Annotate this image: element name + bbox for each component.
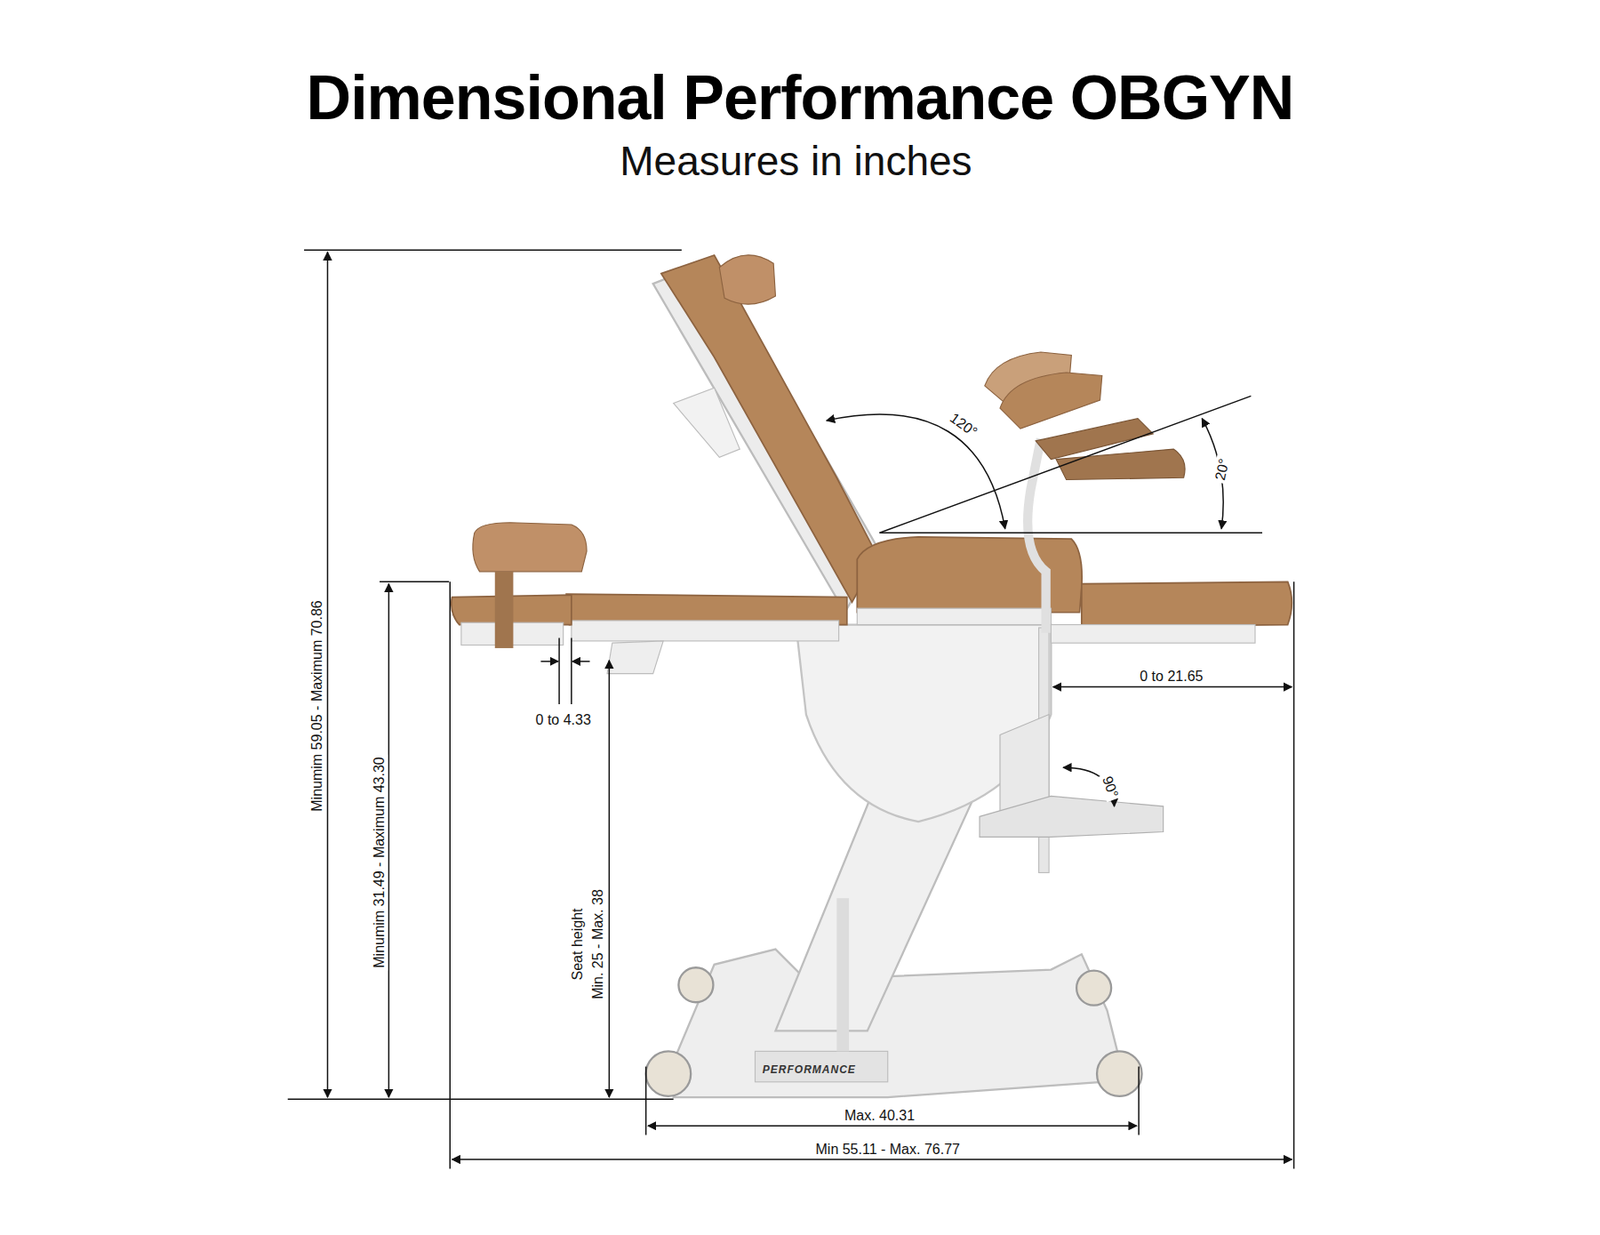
backrest <box>653 255 880 613</box>
dimension-label: 0 to 4.33 <box>533 712 594 729</box>
dimension-label: 0 to 21.65 <box>1136 668 1206 685</box>
subtitle: Measures in inches <box>616 138 975 184</box>
brand-mark: PERFORMANCE <box>760 1064 859 1077</box>
angle-label: 120° <box>944 408 983 441</box>
footrest <box>979 627 1164 873</box>
dimension-lines <box>288 249 1295 1168</box>
dimension-label: Max. 40.31 <box>841 1107 918 1124</box>
angle-lines <box>826 395 1263 806</box>
angle-label: 90° <box>1098 771 1123 802</box>
leg-supports <box>984 352 1185 633</box>
dimension-label: Seat height <box>569 904 586 983</box>
title: Dimensional Performance OBGYN <box>0 62 1600 134</box>
dimension-label: Minumim 31.49 - Maximum 43.30 <box>371 753 388 970</box>
dimension-label: Minumim 59.05 - Maximum 70.86 <box>309 598 326 815</box>
angle-label: 20° <box>1212 454 1233 484</box>
dimension-label: Min 55.11 - Max. 76.77 <box>812 1141 962 1158</box>
dimension-label: Min. 25 - Max. 38 <box>590 886 607 1002</box>
